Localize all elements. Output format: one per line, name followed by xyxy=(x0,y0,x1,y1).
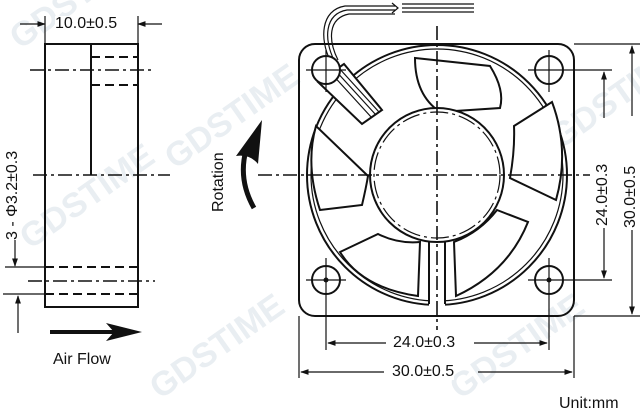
mounting-hole-top-right xyxy=(528,50,612,92)
fan-blades xyxy=(310,56,564,298)
side-view xyxy=(3,16,170,341)
svg-text:GDSTIME: GDSTIME xyxy=(143,287,292,407)
lead-wires xyxy=(323,2,474,61)
mounting-hole-top-left xyxy=(306,50,346,92)
horizontal-hole-spacing-label: 24.0±0.3 xyxy=(393,334,456,351)
blade-right xyxy=(508,100,564,202)
svg-text:GDSTIME: GDSTIME xyxy=(13,137,162,257)
svg-text:GDSTIME: GDSTIME xyxy=(443,287,592,407)
depth-dimension-label: 10.0±0.5 xyxy=(55,15,118,32)
unit-label: Unit:mm xyxy=(559,395,619,412)
blade-left xyxy=(310,124,370,212)
mounting-holes xyxy=(306,50,612,350)
mounting-hole-bottom-right xyxy=(528,258,612,350)
hole-callout-label: 3 - Φ3.2±0.3 xyxy=(4,150,21,240)
rotation-arrow-icon xyxy=(236,120,262,210)
mounting-hole-bottom-left xyxy=(306,258,346,350)
blade-top xyxy=(413,56,503,114)
front-view xyxy=(258,2,640,378)
vertical-hole-spacing-label: 24.0±0.3 xyxy=(594,163,611,226)
svg-text:GDSTIME: GDSTIME xyxy=(158,57,307,177)
blade-bottom-left xyxy=(338,232,422,298)
frame-height-label: 30.0±0.5 xyxy=(622,165,639,228)
airflow-arrow-icon xyxy=(50,323,142,341)
rotation-label: Rotation xyxy=(210,152,227,212)
airflow-label: Air Flow xyxy=(53,351,111,368)
frame-width-label: 30.0±0.5 xyxy=(392,363,455,380)
